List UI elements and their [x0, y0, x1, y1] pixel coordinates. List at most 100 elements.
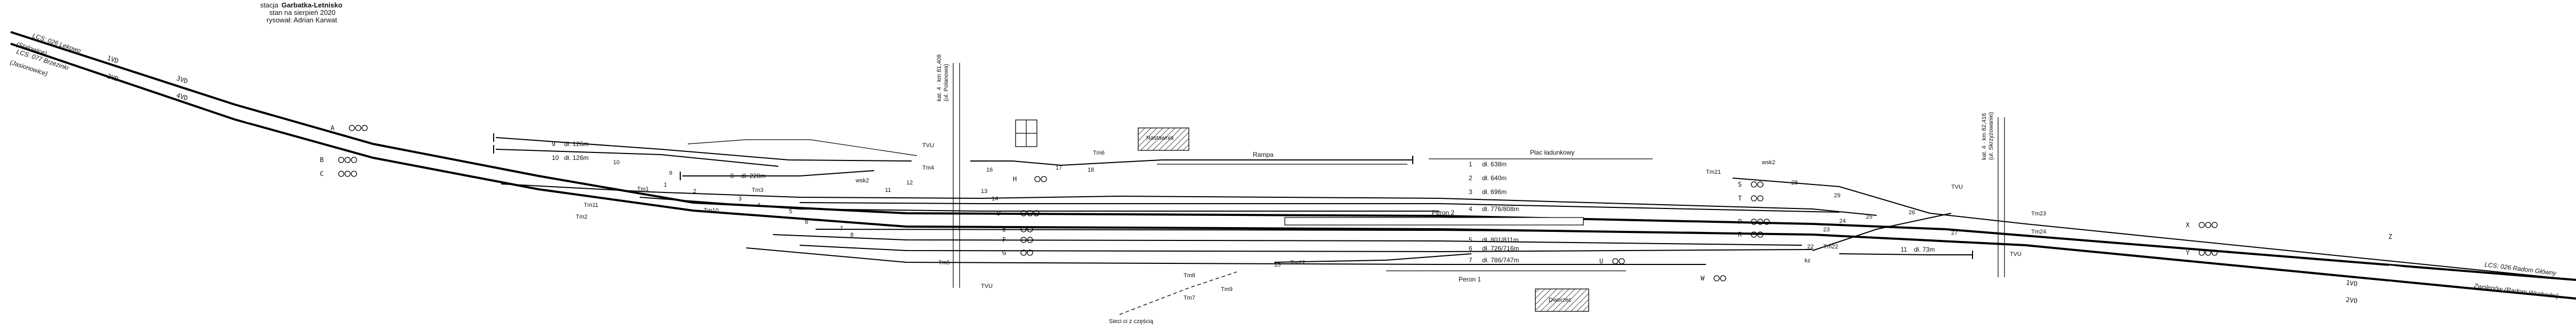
right-connector-b [1812, 213, 1952, 251]
tm-21: Tm21 [1706, 169, 1721, 175]
switch-6: 6 [805, 219, 808, 226]
right-exit-lines: LCS: 026 Radom Główny Zwolenów (Radom Ws… [2473, 261, 2559, 300]
header-date: stan na sierpień 2020 [269, 9, 335, 17]
tm-10: Tm10 [704, 207, 719, 214]
signals-right: P R S T U W X Y Z [1599, 181, 2392, 282]
block-labels: 1VD 2VD 1VO 2VO 3VD 4VD [106, 54, 2358, 305]
switch-4: 4 [757, 202, 760, 208]
tm-1: Tm1 [637, 186, 649, 192]
tm-9: Tm9 [1221, 286, 1233, 293]
signal-A: A [331, 124, 335, 132]
switch-7: 7 [840, 226, 843, 232]
tm-22: Tm22 [1823, 244, 1838, 250]
km-left-label: kat. 4 · km 81,408 [936, 54, 943, 101]
km-markers: kat. 4 · km 81,408 (ul. Polanowa) kat. 4… [936, 54, 2005, 288]
switch-2: 2 [693, 188, 696, 195]
block-2VD: 2VD [106, 73, 119, 83]
signal-H: H [1013, 175, 1017, 183]
km-right-sub: (ul. Skrzyżowanie) [1988, 112, 1994, 160]
switch-8: 8 [850, 232, 854, 238]
track-6-len: dł. 726/716m [1482, 245, 1519, 252]
track-7-len: dł. 786/747m [1482, 256, 1519, 264]
siding-lower [1119, 253, 1472, 315]
building-nastawnia-label: Nastawnia [1146, 135, 1174, 141]
peron-1-label: Peron 1 [1459, 276, 1481, 283]
peron-2 [1284, 217, 1584, 226]
siding-curve [687, 139, 917, 156]
track-5-len: dł. 801/811m [1482, 236, 1519, 244]
signal-Y: Y [2186, 249, 2190, 256]
right-bypass [1929, 213, 2576, 280]
misc-kz: kz [1805, 257, 1810, 264]
tvu-3: TVU [1951, 184, 1963, 190]
signals-left: A B C D E F G H [320, 124, 1047, 256]
header-author: rysował: Adrian Karwat [267, 16, 337, 24]
switch-23: 23 [1823, 227, 1830, 233]
sidings-upper [495, 137, 1413, 176]
track-5 [772, 234, 1802, 246]
track-4-len: dł. 776/808m [1482, 205, 1519, 213]
signal-icons-right [1612, 181, 2218, 281]
tm-labels: Tm1 Tm2 Tm3 Tm4 Tm5 Tm6 Tm7 Tm8 Tm9 Tm10… [576, 150, 2046, 301]
tm-11: Tm11 [584, 202, 598, 208]
track-7-num: 7 [1469, 256, 1472, 264]
tm-12: Tm12 [1290, 260, 1305, 266]
misc-labels: wsk2 wsk2 kz [855, 159, 1810, 264]
track-9-len: dł. 126m [564, 140, 589, 148]
track-8-len: dł. 228m [741, 172, 766, 180]
switch-22: 22 [1807, 244, 1814, 250]
header-prefix: stacja [260, 1, 279, 9]
switch-26: 26 [1909, 210, 1915, 216]
switch-9: 9 [669, 170, 672, 176]
track-2-num: 2 [1469, 174, 1472, 182]
station-name: Garbatka-Letnisko [281, 1, 342, 9]
track-11 [1839, 253, 1973, 255]
switch-28: 28 [1791, 180, 1798, 186]
siding-dashed [1119, 271, 1237, 315]
switch-numbers-left: 1 2 3 4 5 6 7 8 9 10 11 12 13 14 15 16 1… [613, 159, 1281, 268]
switch-14: 14 [992, 196, 998, 202]
tm-8: Tm8 [1184, 272, 1195, 279]
tm-6: Tm6 [1093, 150, 1105, 156]
building-dworzec [1535, 288, 1589, 312]
switch-numbers-right: 22 23 24 25 26 27 28 29 [1791, 180, 1958, 250]
building-dworzec-label: Dworzec [1549, 297, 1572, 303]
tm-23: Tm23 [2031, 211, 2046, 217]
main-line-upper [10, 31, 1946, 230]
track-6 [799, 245, 1813, 253]
signal-B: B [320, 156, 324, 164]
tvu-labels: TVU TVU TVU TVU [922, 142, 2022, 289]
track-9-num: 9 [552, 140, 556, 148]
signal-W: W [1701, 275, 1705, 282]
switch-25: 25 [1866, 214, 1872, 220]
switch-29: 29 [1834, 192, 1840, 199]
misc-wsk-right: wsk2 [1761, 159, 1775, 166]
switch-24: 24 [1839, 218, 1846, 224]
switch-18: 18 [1088, 167, 1094, 173]
sidings-label: Sieci ci z częścią [1109, 318, 1154, 325]
main-line-lower [10, 43, 2576, 300]
siding-lower-track [1274, 253, 1472, 263]
signal-P: P [1738, 218, 1742, 226]
track-4-num: 4 [1469, 205, 1472, 213]
track-7 [746, 247, 1706, 265]
track-3-len: dł. 696m [1482, 188, 1507, 196]
track-10-num: 10 [552, 154, 559, 162]
signal-T: T [1738, 195, 1742, 202]
tm-5: Tm5 [938, 260, 950, 266]
track-2 [799, 202, 1840, 213]
km-right-label: kat. 4 · km 82,416 [1981, 113, 1987, 160]
tm-3: Tm3 [752, 187, 763, 194]
track-5-num: 5 [1469, 236, 1472, 244]
block-3VD: 3VD [175, 75, 189, 85]
station-tracks-right [1732, 178, 2576, 280]
buildings: Nastawnia Dworzec [1015, 119, 1589, 312]
station-tracks-left [501, 183, 1877, 265]
right-line-dest: Zwolenów (Radom Wschodni) [2473, 282, 2559, 300]
misc-wsk-left: wsk2 [855, 178, 869, 184]
signal-G: G [1002, 249, 1006, 256]
tm-7: Tm7 [1184, 295, 1195, 301]
building-nastawnia [1138, 127, 1189, 151]
switch-15: 15 [1274, 262, 1281, 268]
switch-11: 11 [885, 187, 891, 194]
